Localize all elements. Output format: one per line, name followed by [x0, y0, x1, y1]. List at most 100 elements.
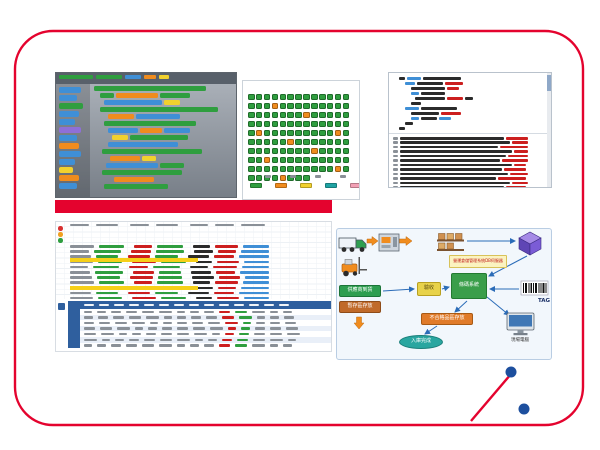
traffic-light-icon: [58, 226, 65, 244]
bar: [393, 181, 398, 185]
bar: [216, 270, 235, 274]
bar: [59, 75, 93, 79]
status-row: [248, 157, 359, 172]
bar: [100, 327, 112, 330]
flow-label-computer: 現場電腦: [511, 338, 529, 344]
bar: [108, 114, 134, 119]
bar: [193, 281, 210, 284]
bar: [219, 303, 229, 307]
status-legend: [250, 175, 359, 194]
red-divider: [55, 200, 332, 213]
bar: [164, 100, 180, 105]
legend-chip: [325, 183, 337, 188]
bar: [156, 224, 178, 227]
bar: [130, 276, 153, 279]
bar: [512, 141, 528, 144]
bar: [283, 344, 292, 347]
bar: [97, 310, 106, 313]
bar: [112, 135, 128, 140]
highlight-bar: [70, 258, 198, 262]
bar: [254, 332, 265, 336]
status-row: [248, 148, 359, 163]
bar: [150, 321, 158, 325]
bar: [393, 141, 398, 144]
bar: [465, 97, 473, 100]
bar: [214, 291, 234, 295]
block-row: [92, 142, 236, 148]
code-editor-panel: [388, 72, 552, 188]
bar: [135, 327, 143, 330]
corner-dot-icon: [518, 403, 530, 415]
bar: [161, 332, 172, 336]
code-line: [397, 127, 545, 131]
bar: [257, 316, 265, 319]
log-area: [389, 134, 551, 187]
legend-chip: [250, 183, 262, 188]
log-line: [393, 159, 545, 162]
bar: [177, 332, 189, 336]
bar: [204, 310, 214, 313]
bar: [191, 316, 201, 319]
status-row: [248, 121, 359, 136]
log-line: [393, 137, 545, 140]
block-row: [92, 184, 236, 190]
bar: [393, 145, 398, 149]
bar: [237, 338, 248, 341]
bar: [283, 310, 292, 313]
palette-block: [59, 175, 79, 181]
bar: [194, 250, 213, 253]
green-dot: [58, 238, 63, 243]
bar: [241, 327, 250, 330]
sheet-lower: [68, 301, 331, 351]
code-line: [397, 87, 545, 91]
computer-icon: [506, 312, 535, 336]
bar: [129, 316, 141, 319]
bar: [115, 338, 124, 341]
bar: [142, 344, 154, 347]
bar: [177, 344, 185, 347]
bar: [510, 172, 528, 176]
forklift-icon: [341, 257, 367, 277]
bar: [70, 296, 93, 300]
bar: [153, 265, 180, 269]
bar: [162, 327, 172, 330]
bar: [190, 224, 208, 227]
bar: [508, 154, 528, 158]
block-editor-body: [56, 84, 236, 197]
flow-box-done: 入庫完成: [399, 335, 443, 349]
bar: [234, 303, 244, 307]
bar: [415, 97, 445, 100]
block-toolbar: [56, 73, 236, 84]
bar: [190, 310, 199, 313]
bar: [104, 100, 162, 105]
bar: [265, 175, 271, 178]
bar: [500, 145, 528, 149]
log-line: [393, 177, 545, 180]
sheet-upper: [56, 222, 331, 310]
bar: [104, 121, 196, 126]
bar: [241, 286, 269, 290]
bar: [399, 127, 405, 130]
code-line: [397, 102, 545, 106]
bar: [243, 281, 269, 284]
bar: [131, 250, 151, 253]
status-row: [248, 139, 359, 154]
bar: [222, 338, 232, 341]
bar: [116, 93, 158, 98]
bar: [160, 163, 184, 168]
code-line: [397, 92, 545, 96]
bar: [97, 276, 120, 279]
sheet-table-head: [68, 301, 331, 309]
bar: [400, 168, 502, 171]
bar: [445, 82, 463, 85]
bar: [100, 107, 218, 112]
bar: [245, 276, 269, 279]
bar: [411, 112, 439, 115]
legend-chip: [350, 183, 359, 188]
bar: [219, 276, 240, 279]
bar: [160, 338, 172, 341]
bar: [270, 338, 283, 341]
bar: [177, 338, 190, 341]
status-grid-panel: [242, 80, 360, 200]
bar: [287, 332, 300, 336]
